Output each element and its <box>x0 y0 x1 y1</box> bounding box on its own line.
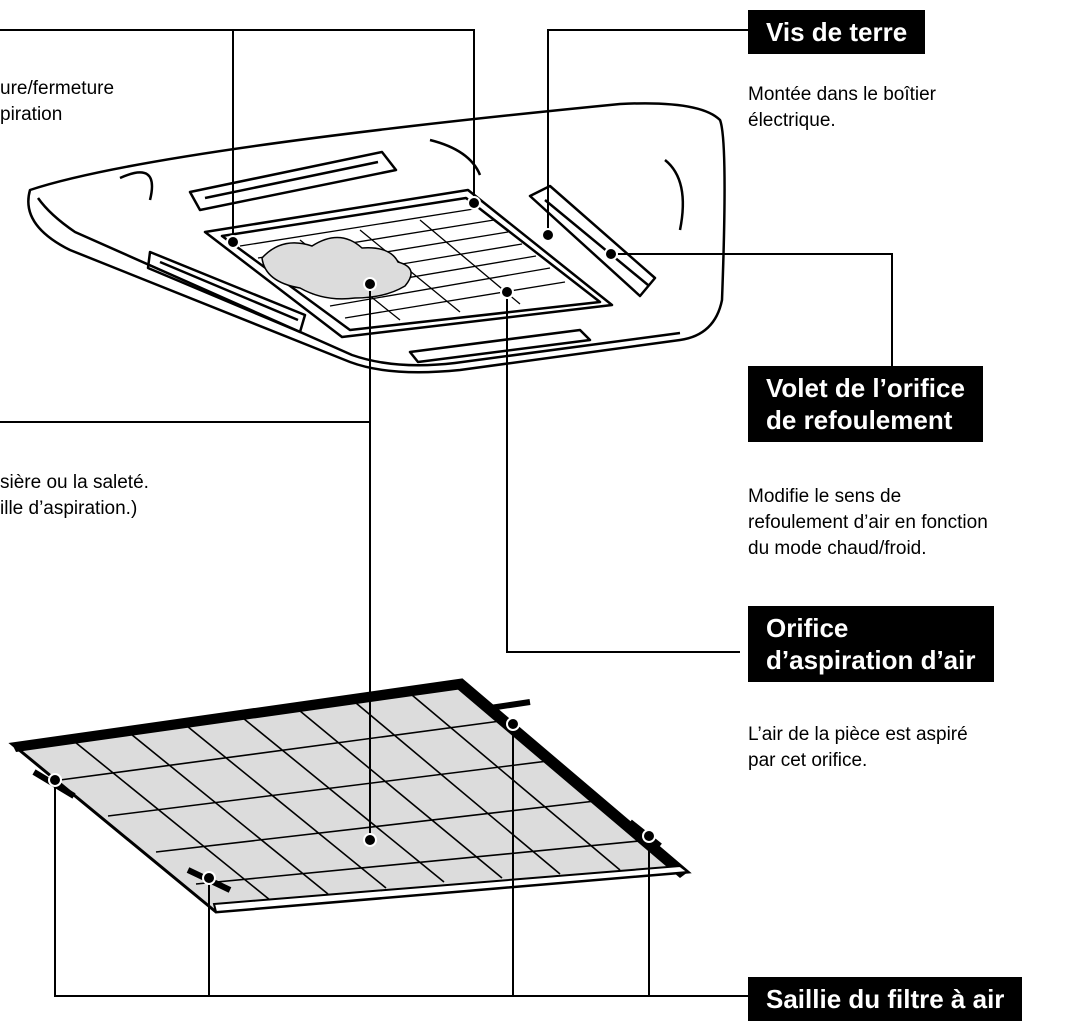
outlet-left <box>146 250 307 334</box>
dot-tab-left <box>48 773 62 787</box>
orifice-title-line-2: d’aspiration d’air <box>766 645 976 675</box>
unit-outer-panel <box>27 102 726 374</box>
dot-tab-right-2 <box>642 829 656 843</box>
dot-grille-left <box>226 235 240 249</box>
outlet-left-inner <box>159 260 299 322</box>
outlet-top <box>188 150 398 212</box>
outlet-bottom <box>408 328 592 364</box>
outlet-right <box>528 184 657 298</box>
vis-terre-title: Vis de terre <box>748 10 926 54</box>
outlet-right-inner <box>544 199 649 286</box>
leader-lines <box>0 29 893 997</box>
grille-inner-frame <box>220 196 602 332</box>
panel-curve-3 <box>664 159 685 231</box>
panel-curve-2 <box>429 138 482 176</box>
dot-filter-grille <box>363 277 377 291</box>
dot-vis-terre <box>541 228 555 242</box>
left-top-desc: ure/fermeture piration <box>0 78 115 125</box>
leader-orifice <box>506 292 740 653</box>
filter-white-border <box>212 864 691 914</box>
callout-dots <box>48 196 656 885</box>
left-mid-desc: sière ou la saleté. ille d’aspiration.) <box>0 472 149 519</box>
dot-tab-right-1 <box>506 717 520 731</box>
orifice-title: Orifice d’aspiration d’air <box>748 606 994 682</box>
vis-terre-desc: Montée dans le boîtier électrique. <box>748 84 937 131</box>
saillie-title: Saillie du filtre à air <box>748 977 1023 1021</box>
filter-tab-right-1 <box>489 699 531 711</box>
cassette-unit <box>27 102 726 374</box>
air-filter <box>8 678 692 914</box>
orifice-title-line-1: Orifice <box>766 613 849 643</box>
panel-curve-1 <box>119 171 154 201</box>
grille-outer-frame <box>203 188 614 339</box>
leader-saillie <box>54 780 748 997</box>
volet-desc: Modifie le sens de refoulement d’air en … <box>748 486 988 559</box>
volet-title-line-1: Volet de l’orifice <box>766 373 965 403</box>
dot-tab-mid <box>202 871 216 885</box>
leader-volet <box>611 253 893 366</box>
dot-filter-center <box>363 833 377 847</box>
volet-title: Volet de l’orifice de refoulement <box>748 366 983 442</box>
dot-volet <box>604 247 618 261</box>
unit-panel-edge <box>36 197 681 367</box>
leader-vis-terre <box>547 29 748 235</box>
leader-top-bracket <box>0 29 475 200</box>
dot-orifice <box>500 285 514 299</box>
volet-title-line-2: de refoulement <box>766 405 953 435</box>
dot-grille-top <box>467 196 481 210</box>
orifice-desc: L’air de la pièce est aspiré par cet ori… <box>748 724 968 771</box>
